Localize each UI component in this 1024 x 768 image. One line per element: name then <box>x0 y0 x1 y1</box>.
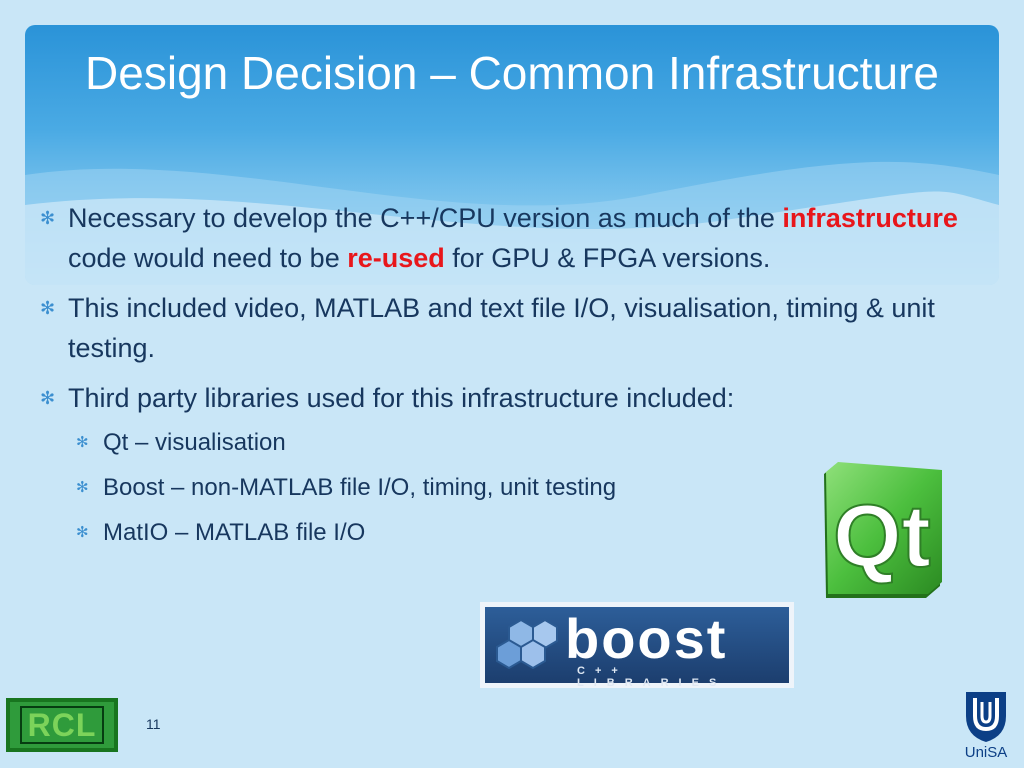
boost-wordmark: boost <box>565 607 728 670</box>
rcl-wordmark: RCL <box>19 706 105 744</box>
bullet-text: This included video, MATLAB and text fil… <box>68 293 935 363</box>
sub-bullet-item: ✻ Qt – visualisation <box>76 428 980 458</box>
bullet-item: ✻ Third party libraries used for this in… <box>40 378 980 418</box>
asterisk-bullet-icon: ✻ <box>40 388 56 408</box>
bullet-list: ✻ Necessary to develop the C++/CPU versi… <box>40 198 980 563</box>
rcl-logo: RCL <box>6 698 118 752</box>
bullet-text: Third party libraries used for this infr… <box>68 383 735 413</box>
sub-bullet-text: Boost – non-MATLAB file I/O, timing, uni… <box>103 474 617 501</box>
bullet-text: code would need to be <box>68 243 348 273</box>
hexagon-cluster-icon <box>496 618 558 670</box>
bullet-item: ✻ Necessary to develop the C++/CPU versi… <box>40 198 980 278</box>
slide-title: Design Decision – Common Infrastructure <box>85 47 939 99</box>
bullet-item: ✻ This included video, MATLAB and text f… <box>40 288 980 368</box>
rcl-logo-panel: RCL <box>10 702 114 748</box>
page-number: 11 <box>146 716 161 732</box>
boost-logo-panel: boost C++ LIBRARIES <box>485 607 789 689</box>
asterisk-bullet-icon: ✻ <box>40 298 56 318</box>
unisa-wordmark: UniSA <box>964 744 1008 761</box>
title-band <box>25 25 999 285</box>
sub-bullet-item: ✻ MatIO – MATLAB file I/O <box>76 518 980 548</box>
asterisk-bullet-icon: ✻ <box>76 524 89 541</box>
sub-bullet-text: MatIO – MATLAB file I/O <box>103 519 366 546</box>
unisa-logo: UniSA <box>955 686 1017 766</box>
bullet-text: Necessary to develop the C++/CPU version… <box>68 203 783 233</box>
emphasis-text: infrastructure <box>782 203 958 233</box>
boost-logo: boost C++ LIBRARIES <box>480 602 794 689</box>
svg-text:Qt: Qt <box>833 486 931 585</box>
sub-bullet-text: Qt – visualisation <box>103 429 286 456</box>
wave-decoration <box>25 161 999 285</box>
asterisk-bullet-icon: ✻ <box>76 479 89 496</box>
bullet-text: for GPU & FPGA versions. <box>444 243 771 273</box>
qt-logo: Qt <box>822 460 944 602</box>
boost-subtitle: C++ LIBRARIES <box>577 665 727 689</box>
emphasis-text: re-used <box>347 243 445 273</box>
unisa-shield-icon <box>966 692 1006 742</box>
asterisk-bullet-icon: ✻ <box>40 208 56 228</box>
asterisk-bullet-icon: ✻ <box>76 434 89 451</box>
sub-bullet-item: ✻ Boost – non-MATLAB file I/O, timing, u… <box>76 473 980 503</box>
